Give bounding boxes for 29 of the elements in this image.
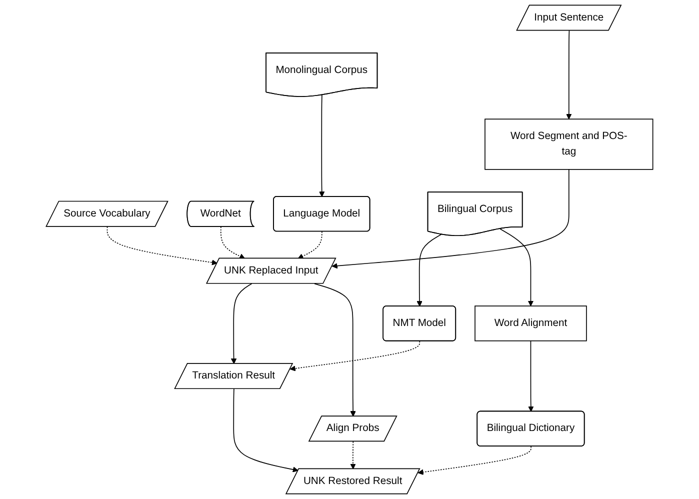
- arrow: [332, 169, 570, 269]
- data-parallelogram: UNK Replaced Input: [206, 258, 336, 284]
- dotted-arrow: [350, 441, 356, 470]
- dotted-arrow: [220, 226, 246, 259]
- data-parallelogram: Align Probs: [308, 416, 398, 442]
- rounded-process-box: Bilingual Dictionary: [476, 410, 585, 446]
- dotted-arrow: [290, 340, 420, 372]
- dotted-arrow: [106, 226, 218, 266]
- document-shape: Bilingual Corpus: [427, 192, 523, 236]
- arrow: [528, 340, 534, 412]
- dotted-arrow: [298, 231, 322, 259]
- stored-data-shape: WordNet: [186, 200, 255, 227]
- arrow: [230, 283, 252, 364]
- arrow: [566, 30, 572, 120]
- rounded-process-box: Language Model: [273, 196, 370, 232]
- arrow: [319, 94, 325, 197]
- rounded-process-box: NMT Model: [382, 306, 456, 342]
- dotted-arrow: [418, 446, 532, 475]
- data-parallelogram: UNK Restored Result: [285, 468, 420, 494]
- data-parallelogram: Translation Result: [174, 363, 294, 390]
- arrow: [500, 228, 534, 306]
- data-parallelogram: Source Vocabulary: [46, 200, 168, 227]
- arrow: [416, 234, 442, 307]
- arrow: [233, 388, 298, 472]
- document-shape: Monolingual Corpus: [266, 52, 378, 97]
- process-box: Word Alignment: [474, 306, 587, 342]
- data-parallelogram: Input Sentence: [516, 4, 622, 31]
- arrow: [314, 283, 356, 417]
- process-box: Word Segment and POS-tag: [484, 118, 654, 170]
